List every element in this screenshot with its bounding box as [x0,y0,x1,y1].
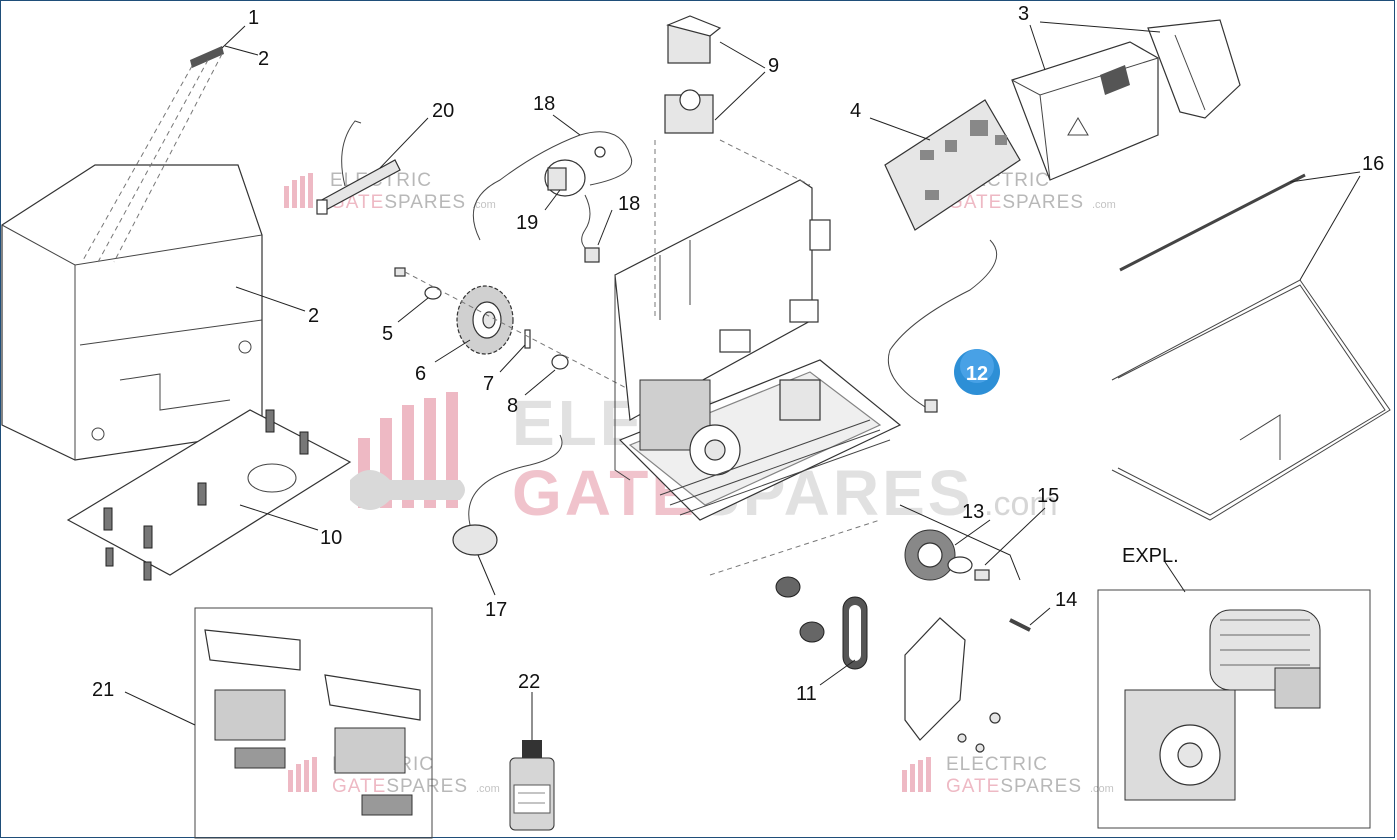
callout-4: 4 [850,100,861,122]
callout-19: 19 [516,212,538,234]
callout-18-top: 18 [533,93,555,115]
callout-badge-12: 12 [954,349,1000,395]
callout-20: 20 [432,100,454,122]
part-frame-rail [1111,173,1391,521]
callout-12: 12 [966,363,988,385]
part-limit-switch [452,434,563,556]
callout-11: 11 [796,683,817,705]
callout-14: 14 [1055,589,1077,611]
watermark-top-left: ELECTRIC GATESPARES .com [284,170,496,213]
watermark-logo-icon [350,392,465,510]
callout-1: 1 [248,7,259,29]
gear-icon [456,285,514,355]
part-magnet-kit [194,607,433,839]
part-gear-assembly [394,267,631,391]
callout-21: 21 [92,679,114,701]
callout-7: 7 [483,373,494,395]
part-motor-exploded [1097,589,1371,829]
part-label-badge [81,46,224,263]
callout-15: 15 [1037,485,1059,507]
callout-18-lower: 18 [618,193,640,215]
watermark-small-suffix: .com [476,783,500,795]
part-control-board [884,99,1021,231]
callout-13: 13 [962,501,984,523]
part-pulley-set [709,504,1031,632]
callout-labels: 1 2 2 3 4 5 6 7 8 9 10 11 13 14 15 16 17… [92,3,1384,705]
part-cable [887,239,998,413]
part-base-plate [66,409,352,581]
leader-lines [124,21,1361,740]
part-drive-belt [775,576,1001,753]
callout-8: 8 [507,395,518,417]
part-main-chassis [614,179,902,521]
callout-17: 17 [485,599,507,621]
callout-2-cover: 2 [308,305,319,327]
part-bracket [316,120,401,215]
callout-6: 6 [415,363,426,385]
svg-text:GATESPARES: GATESPARES [946,776,1082,797]
watermark-small-gate: GATE [946,776,1000,797]
watermark-small-spares: SPARES [1002,192,1084,213]
watermark-suffix: .com [984,485,1058,523]
part-cover [1,164,263,461]
watermark-small-spares: SPARES [386,776,468,797]
watermark-small-spares: SPARES [1000,776,1082,797]
svg-text:GATESPARES: GATESPARES [332,776,468,797]
part-capacitor [654,15,811,320]
watermark-small-suffix: .com [472,199,496,211]
watermark-bottom-right: ELECTRIC GATESPARES .com [902,754,1114,797]
callout-22: 22 [518,671,540,693]
expl-label: EXPL. [1122,545,1179,567]
callout-5: 5 [382,323,393,345]
callout-10: 10 [320,527,342,549]
callout-2-badge: 2 [258,48,269,70]
callout-9: 9 [768,55,779,77]
callout-16: 16 [1362,153,1384,175]
part-cover-cap [1147,19,1241,119]
watermark-small-gate: GATE [332,776,386,797]
part-oil-bottle [509,740,555,831]
watermark-small-suffix: .com [1092,199,1116,211]
watermark-small-spares: SPARES [384,192,466,213]
watermark-small-electric: ELECTRIC [946,754,1048,775]
part-board-cover [1011,41,1159,181]
callout-3: 3 [1018,3,1029,25]
svg-text:GATESPARES: GATESPARES [948,192,1084,213]
part-wiring-harness [472,131,632,263]
watermark-small-suffix: .com [1090,783,1114,795]
